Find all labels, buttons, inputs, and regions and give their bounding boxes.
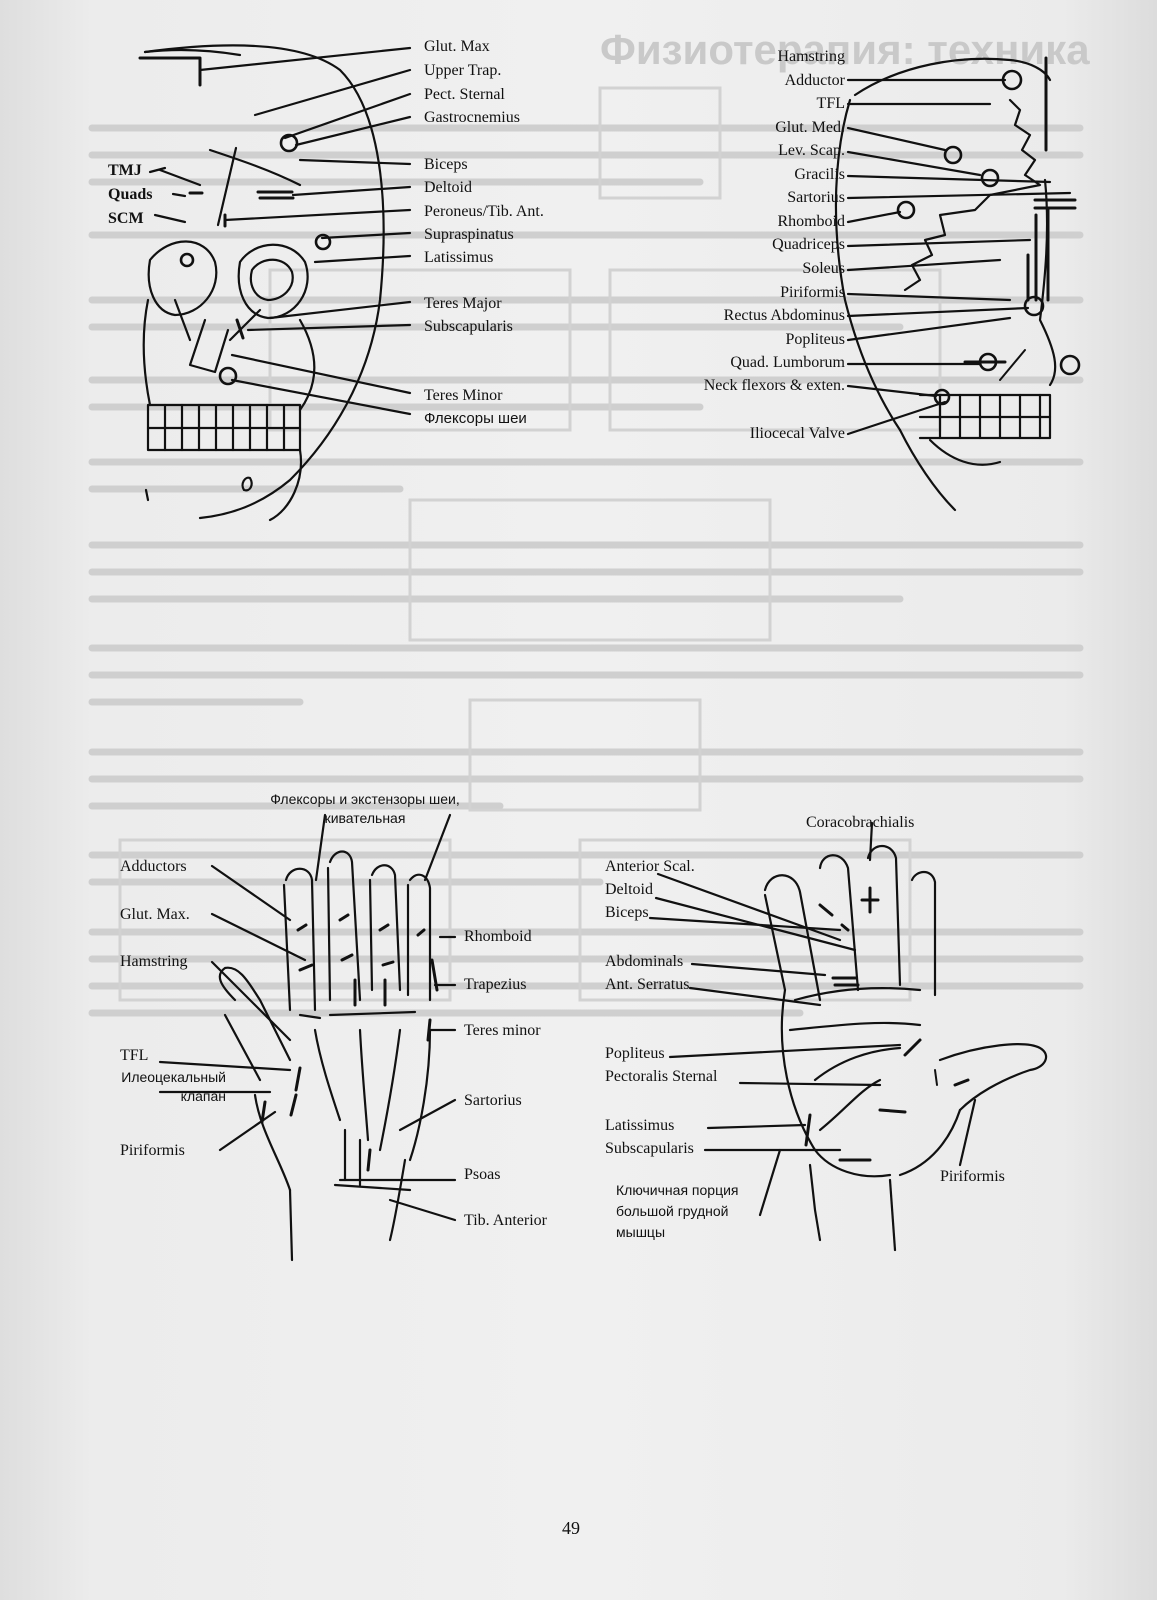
- label-hamstring-hand: Hamstring: [120, 953, 188, 970]
- label-neck-flexors-ru: Флексоры шеи: [424, 410, 527, 427]
- label-tib-anterior: Tib. Anterior: [464, 1212, 547, 1229]
- label-clavicular-pectoral-ru: Ключичная порция большой грудной мышцы: [616, 1182, 739, 1240]
- label-ant-serratus: Ant. Serratus: [605, 976, 690, 993]
- label-adductors: Adductors: [120, 858, 187, 875]
- label-peroneus: Peroneus/Tib. Ant.: [424, 203, 544, 220]
- label-piriformis: Piriformis: [780, 284, 845, 301]
- label-tmj: TMJ: [108, 162, 142, 179]
- label-glut-max-hand: Glut. Max.: [120, 906, 190, 923]
- skull-front-drawing: [138, 44, 385, 522]
- label-deltoid-palm: Deltoid: [605, 881, 653, 898]
- label-soleus: Soleus: [802, 260, 845, 277]
- label-latissimus: Latissimus: [424, 249, 494, 266]
- skull-side-leaders: [846, 78, 1072, 436]
- label-glut-max: Glut. Max: [424, 38, 490, 55]
- hand-back-drawing: [218, 850, 439, 1262]
- label-sartorius: Sartorius: [787, 189, 845, 206]
- label-gastrocnemius: Gastrocnemius: [424, 109, 520, 126]
- ghost-title: Физиотерапия: техника: [600, 26, 1090, 73]
- skull-front-leaders: [148, 46, 412, 416]
- label-abdominals: Abdominals: [605, 953, 684, 970]
- label-rhomboid-hand: Rhomboid: [464, 928, 532, 945]
- label-quadriceps: Quadriceps: [772, 236, 845, 253]
- caption-neck-flexors-extensors: Флексоры и экстензоры шеи, кивательная: [270, 791, 460, 826]
- label-upper-trap: Upper Trap.: [424, 62, 502, 79]
- label-lev-scap: Lev. Scap.: [778, 142, 845, 159]
- label-rhomboid: Rhomboid: [777, 213, 845, 230]
- label-neck-flexors-exten: Neck flexors & exten.: [703, 377, 845, 394]
- label-scm: SCM: [108, 210, 144, 227]
- label-piriformis-hand: Piriformis: [120, 1142, 185, 1159]
- label-tfl: TFL: [816, 95, 845, 112]
- label-popliteus-palm: Popliteus: [605, 1045, 665, 1062]
- label-popliteus: Popliteus: [785, 331, 845, 348]
- label-supraspinatus: Supraspinatus: [424, 226, 514, 243]
- hand-palm-leaders: [648, 821, 977, 1217]
- label-biceps: Biceps: [424, 156, 468, 173]
- label-tfl-hand: TFL: [120, 1047, 149, 1064]
- label-psoas: Psoas: [464, 1166, 501, 1183]
- label-rectus-abdominus: Rectus Abdominus: [723, 307, 845, 324]
- label-biceps-palm: Biceps: [605, 904, 649, 921]
- label-teres-major: Teres Major: [424, 295, 502, 312]
- label-latissimus-palm: Latissimus: [605, 1117, 675, 1134]
- label-gracilis: Gracilis: [794, 166, 845, 183]
- skull-side-drawing: [834, 56, 1081, 512]
- label-trapezius: Trapezius: [464, 976, 527, 993]
- label-subscapularis: Subscapularis: [424, 318, 513, 335]
- label-hamstring: Hamstring: [777, 48, 845, 65]
- label-sartorius-hand: Sartorius: [464, 1092, 522, 1109]
- label-quad-lumborum: Quad. Lumborum: [730, 354, 845, 371]
- page-number: 49: [562, 1518, 580, 1538]
- label-coracobrachialis: Coracobrachialis: [806, 814, 915, 831]
- label-pectoralis-sternal: Pectoralis Sternal: [605, 1068, 718, 1085]
- label-deltoid: Deltoid: [424, 179, 472, 196]
- hand-palm-drawing: [763, 844, 1048, 1252]
- hand-back-leaders: [158, 813, 457, 1222]
- label-teres-minor: Teres Minor: [424, 387, 503, 404]
- label-ileocecal-valve-ru: Илеоцекальный клапан: [121, 1069, 226, 1104]
- label-pect-sternal: Pect. Sternal: [424, 86, 505, 103]
- label-quads: Quads: [108, 186, 153, 203]
- label-adductor: Adductor: [784, 72, 845, 89]
- label-piriformis-palm: Piriformis: [940, 1168, 1005, 1185]
- label-glut-med: Glut. Med.: [775, 119, 845, 136]
- label-iliocecal-valve: Iliocecal Valve: [749, 425, 845, 442]
- label-anterior-scal: Anterior Scal.: [605, 858, 695, 875]
- label-subscapularis-palm: Subscapularis: [605, 1140, 694, 1157]
- label-teres-minor-hand: Teres minor: [464, 1022, 541, 1039]
